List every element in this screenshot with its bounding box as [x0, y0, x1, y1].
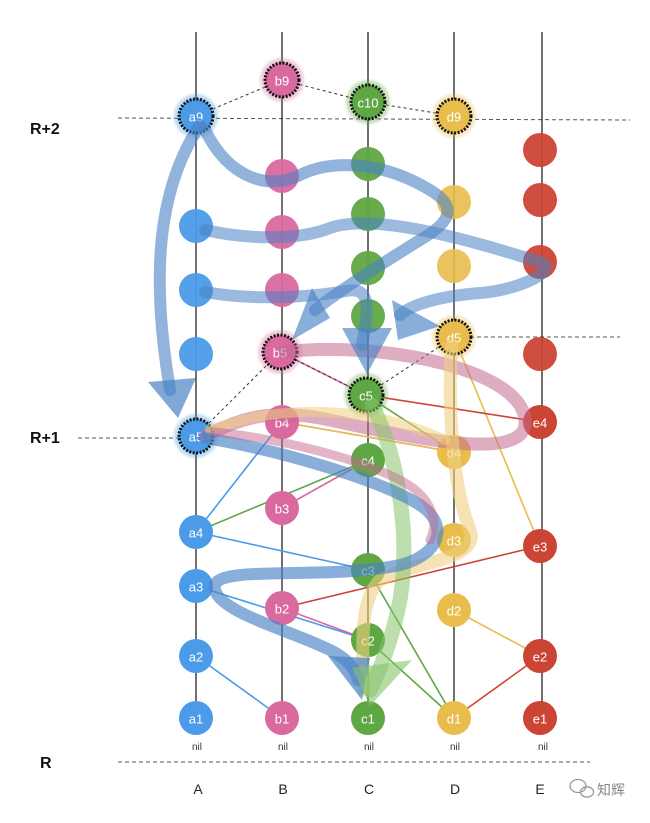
event-circle — [265, 491, 299, 525]
arrow-pink-wave — [210, 427, 439, 545]
arrow-blue-top — [199, 124, 454, 316]
voting-arrows — [148, 119, 552, 706]
event-unlabeled — [523, 183, 557, 217]
event-label: b3 — [275, 502, 289, 517]
event-unlabeled — [179, 273, 213, 307]
event-circle — [437, 593, 471, 627]
edge-e2-d1 — [453, 655, 541, 719]
event-b9: b9 — [260, 58, 304, 102]
event-label: a3 — [189, 580, 203, 595]
event-b2: b2 — [265, 591, 299, 625]
event-unlabeled — [437, 249, 471, 283]
event-circle — [523, 529, 557, 563]
edge-c3-d1 — [367, 569, 455, 719]
event-label: b9 — [275, 74, 289, 89]
event-label: d3 — [447, 534, 461, 549]
column-label-c: C — [364, 781, 374, 797]
event-circle — [523, 639, 557, 673]
event-circle — [437, 701, 471, 735]
event-label: b2 — [275, 602, 289, 617]
event-label: a4 — [189, 526, 203, 541]
event-label: e4 — [533, 416, 547, 431]
edge-e3-b2 — [281, 545, 541, 609]
nil-label-c: nil — [364, 742, 374, 753]
event-label: d1 — [447, 712, 461, 727]
arrow-yellow-d — [356, 338, 478, 697]
event-b3: b3 — [265, 491, 299, 525]
event-a2: a2 — [179, 639, 213, 673]
arrowhead-blue-d5 — [392, 300, 440, 340]
event-circle — [179, 569, 213, 603]
watermark-text: 知辉 — [597, 782, 625, 798]
arrowhead-green-c1 — [352, 660, 412, 706]
event-circle — [435, 97, 473, 135]
arrow-yellow-upper — [205, 406, 450, 445]
event-a3: a3 — [179, 569, 213, 603]
column-label-b: B — [278, 781, 287, 797]
nil-label-d: nil — [450, 742, 460, 753]
event-unlabeled — [523, 337, 557, 371]
event-unlabeled — [179, 337, 213, 371]
event-circle — [265, 591, 299, 625]
column-label-d: D — [450, 781, 460, 797]
nil-label-a: nil — [192, 742, 202, 753]
event-unlabeled — [523, 133, 557, 167]
event-circle — [523, 701, 557, 735]
arrowhead-blue-c5 — [342, 328, 392, 374]
event-a1: a1 — [179, 701, 213, 735]
event-label: d9 — [447, 110, 461, 125]
event-circle — [263, 61, 301, 99]
column-label-a: A — [193, 781, 203, 797]
event-d1: d1 — [437, 701, 471, 735]
event-b1: b1 — [265, 701, 299, 735]
edge-a4-c3 — [195, 531, 369, 571]
event-label: a1 — [189, 712, 203, 727]
event-circle — [351, 701, 385, 735]
event-c1: c1 — [351, 701, 385, 735]
edge-a2-b1 — [195, 655, 283, 719]
arrow-blue-wave — [199, 432, 444, 686]
event-label: d2 — [447, 604, 461, 619]
wechat-icon — [569, 778, 595, 798]
nil-label-b: nil — [278, 742, 288, 753]
event-d9: d9 — [432, 94, 476, 138]
witness-links — [195, 79, 455, 437]
edge-d4-b4 — [281, 421, 455, 453]
event-e4: e4 — [523, 405, 557, 439]
event-a4: a4 — [179, 515, 213, 549]
event-label: b1 — [275, 712, 289, 727]
arrow-blue-middle — [199, 217, 552, 321]
event-label: a2 — [189, 650, 203, 665]
round-label-r1: R+1 — [30, 430, 60, 447]
event-label: e2 — [533, 650, 547, 665]
event-e1: e1 — [523, 701, 557, 735]
arrow-green-c — [362, 397, 412, 698]
arrow-blue-big — [153, 119, 206, 396]
nil-label-e: nil — [538, 742, 548, 753]
event-label: c1 — [361, 712, 375, 727]
event-e3: e3 — [523, 529, 557, 563]
round-label-r: R — [40, 755, 52, 772]
event-circle — [349, 83, 387, 121]
event-label: c10 — [358, 96, 379, 111]
round-label-r2: R+2 — [30, 121, 60, 138]
arrowhead-blue-a5 — [148, 378, 196, 418]
event-circle — [523, 405, 557, 439]
event-circle — [179, 515, 213, 549]
event-e2: e2 — [523, 639, 557, 673]
event-label: e1 — [533, 712, 547, 727]
event-d2: d2 — [437, 593, 471, 627]
column-label-e: E — [535, 781, 544, 797]
event-c10: c10 — [346, 80, 390, 124]
watermark: 知辉 — [569, 778, 625, 798]
event-circle — [179, 701, 213, 735]
event-circle — [179, 639, 213, 673]
arrow-blue-lower — [199, 284, 373, 351]
event-circle — [265, 701, 299, 735]
event-label: e3 — [533, 540, 547, 555]
arrowhead-blue-b5 — [292, 288, 330, 340]
